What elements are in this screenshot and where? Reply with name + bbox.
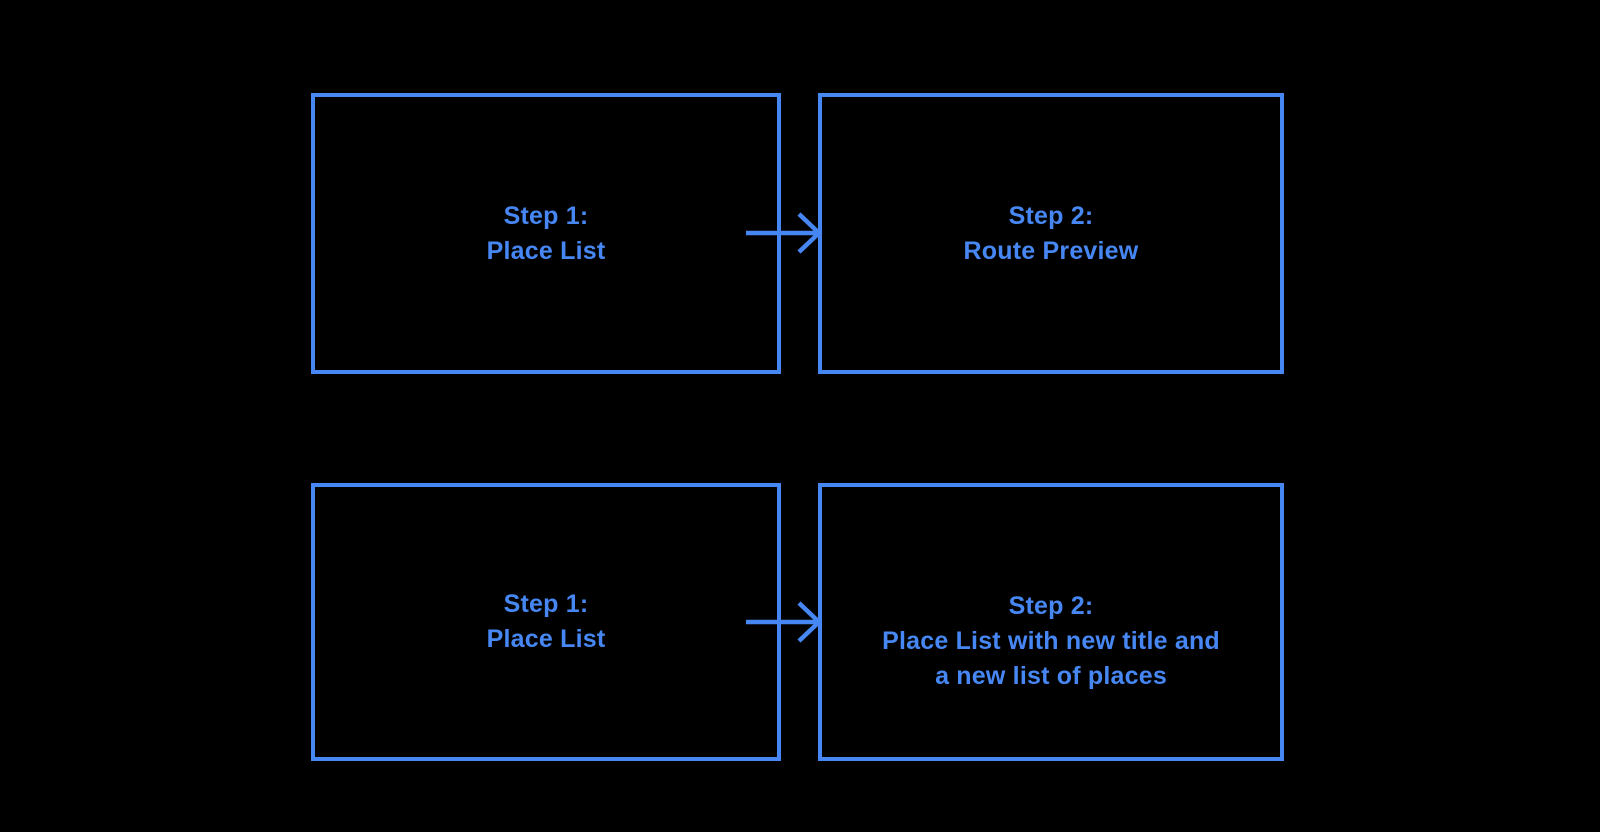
flow-box-step1-place-list: Step 1: Place List	[311, 93, 781, 374]
box-label: Step 2: Route Preview	[964, 199, 1139, 269]
box-label-line: Step 2:	[1008, 201, 1094, 230]
box-label-line: a new list of places	[935, 661, 1167, 690]
box-label-line: Place List	[486, 625, 606, 653]
box-label-line: Step 1:	[503, 590, 589, 618]
box-label-line: Place List	[486, 236, 606, 265]
box-label: Step 2: Place List with new title and a …	[882, 589, 1220, 694]
box-label-line: Place List with new title and	[882, 626, 1220, 655]
box-label-line: Route Preview	[963, 236, 1139, 265]
box-label-line: Step 2:	[1008, 591, 1094, 620]
flow-box-step2-new-place-list: Step 2: Place List with new title and a …	[818, 483, 1284, 761]
box-label: Step 1: Place List	[487, 587, 606, 657]
flow-box-step2-route-preview: Step 2: Route Preview	[818, 93, 1284, 374]
box-label: Step 1: Place List	[487, 199, 606, 269]
flow-box-step1-place-list-2: Step 1: Place List	[311, 483, 781, 761]
box-label-line: Step 1:	[503, 201, 589, 230]
